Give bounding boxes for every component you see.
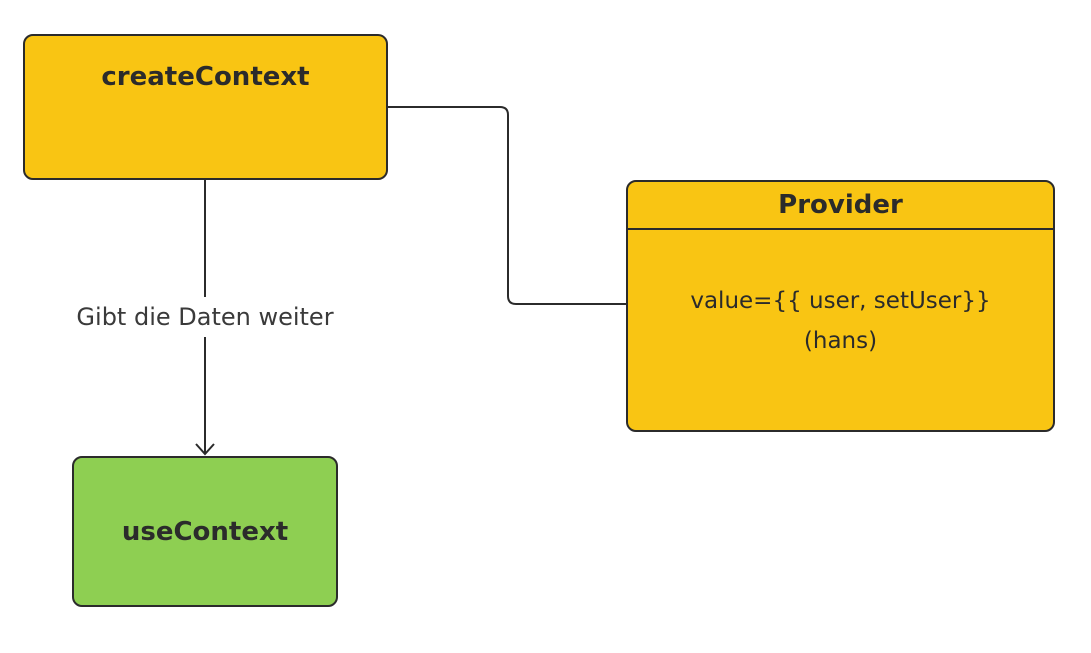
provider-value-line: value={{ user, setUser}} <box>690 288 991 314</box>
node-use-context-title: useContext <box>121 516 289 547</box>
provider-header: Provider <box>628 182 1053 230</box>
node-create-context-title: createContext <box>101 62 310 92</box>
node-use-context[interactable]: useContext <box>72 456 338 607</box>
node-provider[interactable]: Provider value={{ user, setUser}} (hans) <box>626 180 1055 432</box>
arrowhead-icon <box>195 443 215 456</box>
provider-name-line: (hans) <box>803 328 878 354</box>
edge-create-to-provider <box>388 106 626 305</box>
provider-title: Provider <box>778 190 903 220</box>
provider-body: value={{ user, setUser}} (hans) <box>628 230 1053 430</box>
node-create-context[interactable]: createContext <box>23 34 388 180</box>
edge-label-create-to-use: Gibt die Daten weiter <box>40 297 370 337</box>
edge-label-text: Gibt die Daten weiter <box>70 303 340 331</box>
